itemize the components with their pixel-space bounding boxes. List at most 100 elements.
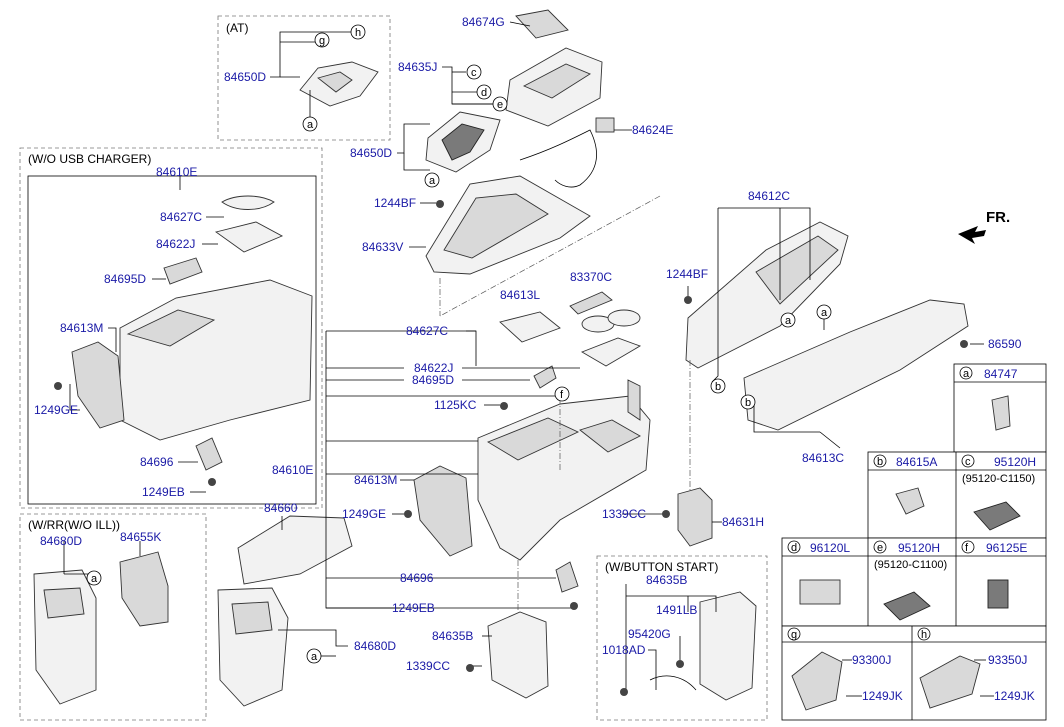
label-1339CC-a: 1339CC bbox=[406, 659, 450, 673]
group-box-w-rr bbox=[19, 513, 207, 721]
table-part-g: 93300J bbox=[852, 653, 891, 667]
label-1249GE: 1249GE bbox=[342, 507, 386, 521]
main-console-body-part bbox=[477, 395, 651, 561]
label-1018AD: 1018AD bbox=[602, 643, 646, 657]
table-part-e: 95120H bbox=[898, 541, 940, 555]
console-insert-part bbox=[533, 365, 557, 389]
group-label-wo-usb: (W/O USB CHARGER) bbox=[28, 152, 151, 166]
label-84613M-left: 84613M bbox=[60, 321, 103, 335]
floor-bracket-part bbox=[487, 611, 549, 699]
table-letter-d: d bbox=[791, 542, 797, 554]
label-1244BF-a: 1244BF bbox=[374, 196, 416, 210]
label-84624E: 84624E bbox=[632, 123, 673, 137]
charger-95120H-part bbox=[973, 501, 1021, 531]
svg-text:a: a bbox=[311, 651, 318, 663]
part-labels: 84674G 84635J 84650D 84650D 84624E 1244B… bbox=[34, 15, 1022, 673]
label-84680D-left: 84680D bbox=[40, 534, 82, 548]
table-letter-g: g bbox=[791, 629, 797, 641]
table-letter-b: b bbox=[877, 456, 883, 468]
tray-pad-part bbox=[515, 9, 569, 39]
group-inner-box-wo-usb bbox=[27, 175, 317, 505]
label-84695D-left: 84695D bbox=[104, 272, 146, 286]
console-clip-part bbox=[555, 561, 579, 593]
label-84613M: 84613M bbox=[354, 473, 397, 487]
at-shift-opening bbox=[317, 71, 353, 93]
group-label-w-rr: (W/RR(W/O ILL)) bbox=[28, 518, 120, 532]
label-83370C: 83370C bbox=[570, 270, 612, 284]
group-label-w-button: (W/BUTTON START) bbox=[605, 560, 718, 574]
left-side-panel-part bbox=[71, 341, 125, 429]
fasteners bbox=[54, 200, 968, 696]
label-86590: 86590 bbox=[988, 337, 1022, 351]
label-1244BF-b: 1244BF bbox=[666, 267, 708, 281]
label-1249EB: 1249EB bbox=[392, 601, 435, 615]
svg-text:a: a bbox=[821, 307, 828, 319]
label-95420G: 95420G bbox=[628, 627, 671, 641]
console-strip-part bbox=[569, 291, 613, 315]
label-84622J-left: 84622J bbox=[156, 237, 195, 251]
front-direction-label: FR. bbox=[986, 209, 1010, 226]
rr-rear-cover-vent bbox=[43, 587, 85, 619]
label-1491LB: 1491LB bbox=[656, 603, 697, 617]
front-arrow-icon bbox=[958, 226, 986, 244]
shift-panel-opening bbox=[441, 123, 485, 161]
left-gasket-part bbox=[214, 221, 284, 253]
armrest-part bbox=[237, 515, 353, 585]
socket-96120L-part bbox=[799, 579, 841, 605]
left-side-panel-part bbox=[743, 299, 969, 431]
label-1249GE-left: 1249GE bbox=[34, 403, 78, 417]
svg-text:a: a bbox=[307, 119, 314, 131]
table-letter-e: e bbox=[877, 542, 883, 554]
left-cup-mat-part bbox=[221, 195, 275, 210]
label-84680D: 84680D bbox=[354, 639, 396, 653]
left-clip-part bbox=[195, 437, 223, 471]
rr-vent-part bbox=[119, 551, 169, 627]
svg-text:a: a bbox=[785, 315, 792, 327]
group-box-wo-usb bbox=[19, 147, 323, 509]
label-1125KC: 1125KC bbox=[434, 398, 477, 412]
right-side-panel-mesh bbox=[755, 235, 839, 305]
svg-text:e: e bbox=[497, 99, 503, 111]
table-part-c: 95120H bbox=[994, 455, 1036, 469]
callout-circles: h g a c d e a a a b b f a a bbox=[86, 24, 832, 664]
svg-text:b: b bbox=[715, 381, 721, 393]
label-84627C-left: 84627C bbox=[160, 210, 202, 224]
left-console-storage bbox=[126, 309, 216, 347]
label-84627C: 84627C bbox=[406, 324, 448, 338]
table-sub-g: 1249JK bbox=[862, 689, 903, 703]
label-84650D: 84650D bbox=[350, 146, 392, 160]
main-console-storage bbox=[486, 417, 580, 461]
label-84622J: 84622J bbox=[414, 361, 453, 375]
main-console-cupholder-area bbox=[579, 419, 641, 453]
label-84696-left: 84696 bbox=[140, 455, 174, 469]
label-84655K: 84655K bbox=[120, 530, 161, 544]
label-84612C: 84612C bbox=[748, 189, 790, 203]
group-label-at: (AT) bbox=[226, 21, 248, 35]
leader-lines bbox=[63, 21, 984, 692]
table-sub-h: 1249JK bbox=[994, 689, 1035, 703]
upper-tray-pocket bbox=[522, 63, 591, 99]
reference-table: a 84747 b 84615A c 95120H (95120-C1150) … bbox=[781, 363, 1047, 721]
label-84610E: 84610E bbox=[272, 463, 313, 477]
table-letter-f: f bbox=[965, 542, 969, 554]
label-1339CC-b: 1339CC bbox=[602, 507, 646, 521]
charger-95120H-alt-part bbox=[883, 591, 931, 621]
wiring-harness-part bbox=[519, 129, 597, 188]
svg-text:b: b bbox=[745, 397, 751, 409]
group-box-at bbox=[217, 15, 391, 141]
svg-text:g: g bbox=[319, 35, 325, 47]
label-1249EB-left: 1249EB bbox=[142, 485, 185, 499]
svg-text:d: d bbox=[481, 87, 487, 99]
label-84660: 84660 bbox=[264, 501, 298, 515]
label-84635J: 84635J bbox=[398, 60, 437, 74]
label-84650D-at: 84650D bbox=[224, 70, 266, 84]
label-84613L: 84613L bbox=[500, 288, 540, 302]
table-sub-e: (95120-C1100) bbox=[874, 559, 947, 571]
svg-text:f: f bbox=[560, 389, 564, 401]
console-pad-part bbox=[499, 311, 561, 343]
cup-mat-ring-2 bbox=[607, 309, 641, 327]
console-upper-detail bbox=[443, 193, 549, 259]
table-part-f: 96125E bbox=[986, 541, 1027, 555]
